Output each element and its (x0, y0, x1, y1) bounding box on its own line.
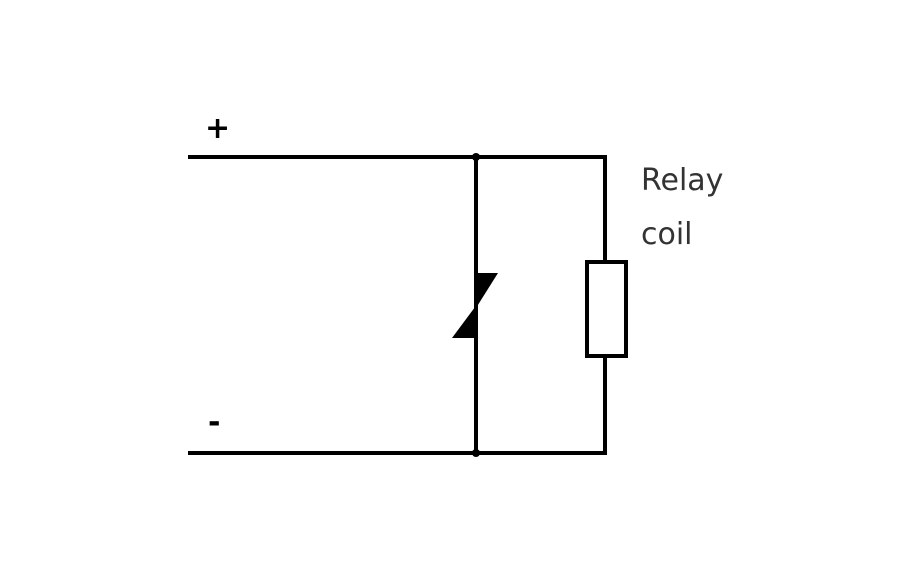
varistor-upper-flag (474, 273, 498, 308)
varistor-lower-flag (452, 303, 478, 338)
bottom-junction-dot (472, 449, 480, 457)
negative-terminal-label: - (208, 405, 220, 440)
relay-coil-branch (585, 155, 628, 455)
relay-coil-label-line2: coil (641, 217, 693, 252)
top-junction-dot (472, 153, 480, 161)
relay-coil-icon (585, 260, 628, 358)
relay-coil-label-line1: Relay (641, 163, 723, 198)
varistor-icon (452, 273, 498, 338)
varistor-branch (452, 153, 498, 457)
positive-terminal-label: + (205, 111, 230, 146)
